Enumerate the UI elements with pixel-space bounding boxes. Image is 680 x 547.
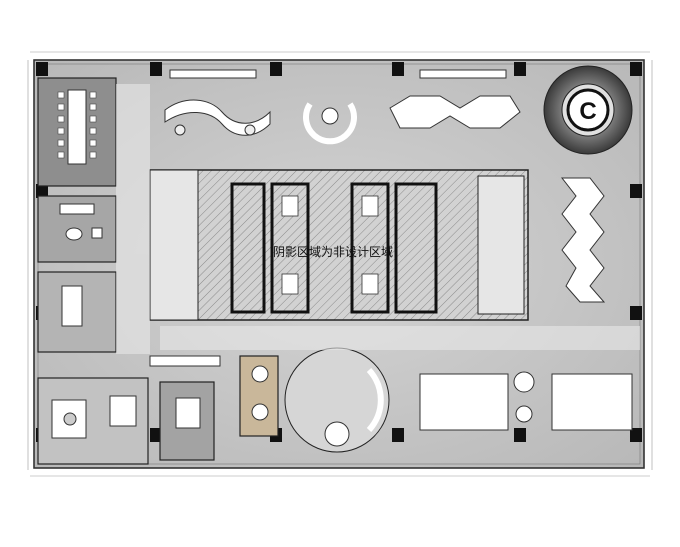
top-lounge [164,69,521,145]
round-lounge [303,102,357,145]
central-round-lounge [284,347,390,453]
right-workstations [560,177,606,303]
meeting-pods [239,355,279,437]
dimension-lines [27,51,653,477]
left-offices [37,77,221,465]
core-note: 阴影区域为非设计区域 [273,245,393,259]
building-core: 阴影区域为非设计区域 [149,169,529,321]
exterior-walls [33,59,645,469]
logo-letter: C [579,98,596,125]
brand-logo: C [543,65,633,155]
bottom-right-desks [419,371,633,431]
corridor-highlights [116,84,640,354]
